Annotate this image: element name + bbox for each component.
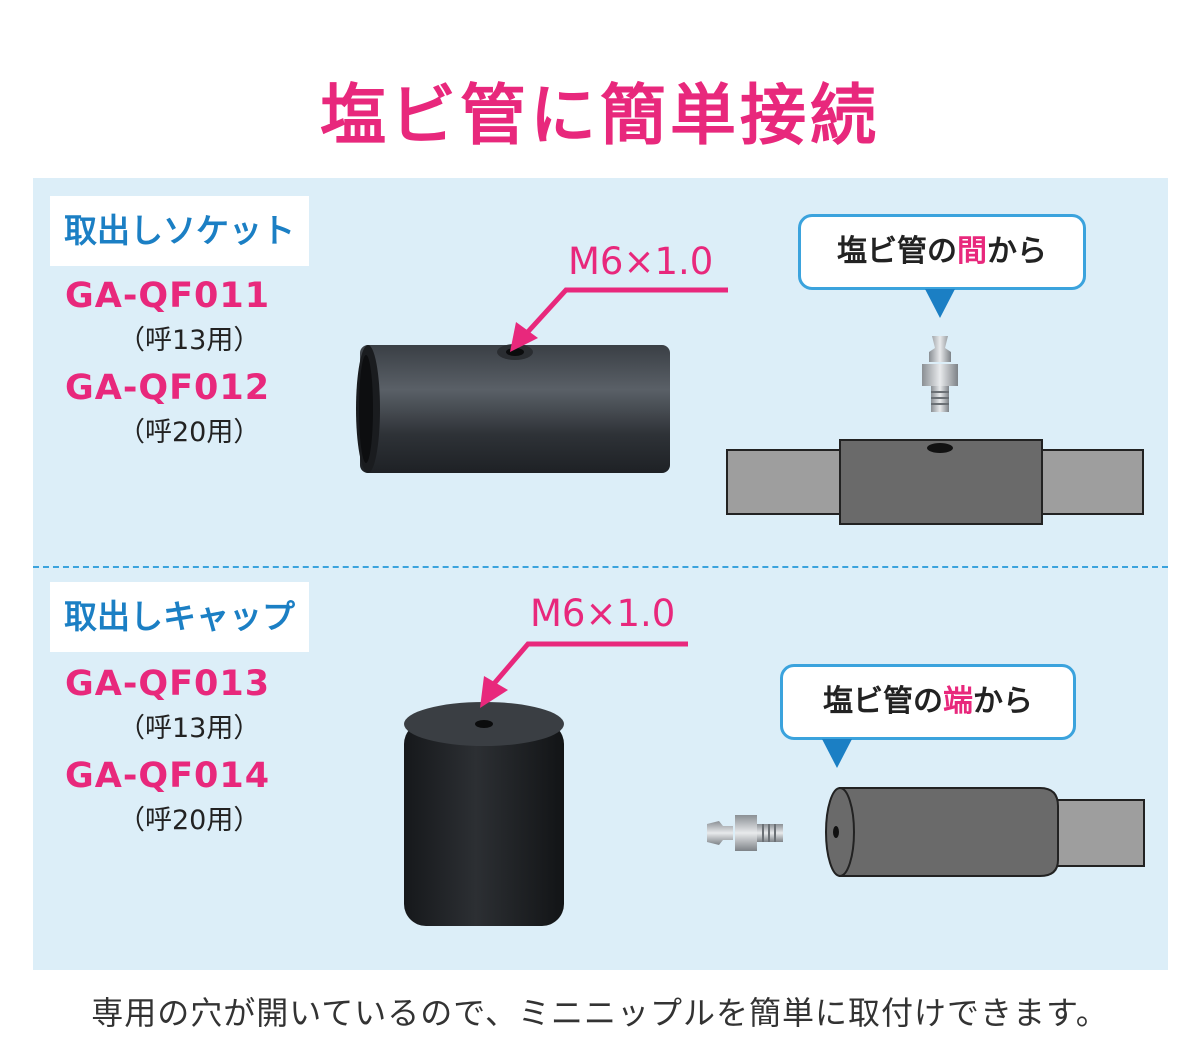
socket-bubble-post: から bbox=[987, 234, 1047, 269]
socket-bubble: 塩ビ管の間から bbox=[798, 214, 1086, 290]
socket-label: 取出しソケット bbox=[50, 196, 309, 266]
cap-size-2: （呼20用） bbox=[118, 805, 261, 836]
socket-arrow bbox=[510, 287, 728, 352]
section-divider bbox=[33, 566, 1168, 568]
cap-nipple bbox=[707, 815, 783, 851]
cap-photo bbox=[404, 702, 564, 926]
cap-code-2: GA-QF014 bbox=[65, 756, 271, 796]
socket-bubble-highlight: 間 bbox=[957, 234, 987, 269]
cap-label: 取出しキャップ bbox=[50, 582, 309, 652]
socket-size-2: （呼20用） bbox=[118, 417, 261, 448]
cap-bubble-pre: 塩ビ管の bbox=[823, 684, 943, 719]
socket-bubble-pre: 塩ビ管の bbox=[837, 234, 957, 269]
cap-size-1: （呼13用） bbox=[118, 713, 261, 744]
socket-photo bbox=[356, 344, 670, 473]
socket-size-1: （呼13用） bbox=[118, 325, 261, 356]
socket-dimension-label: M6×1.0 bbox=[568, 240, 714, 283]
socket-pipe-diagram bbox=[726, 439, 1144, 525]
cap-arrow bbox=[480, 641, 688, 708]
page-title: 塩ビ管に簡単接続 bbox=[320, 77, 880, 154]
cap-pipe-diagram bbox=[825, 787, 1145, 877]
cap-bubble: 塩ビ管の端から bbox=[780, 664, 1076, 740]
socket-bubble-tail bbox=[925, 289, 955, 318]
socket-nipple bbox=[922, 336, 958, 412]
cap-code-1: GA-QF013 bbox=[65, 664, 271, 704]
cap-dimension-label: M6×1.0 bbox=[530, 592, 676, 635]
cap-bubble-post: から bbox=[973, 684, 1033, 719]
socket-code-2: GA-QF012 bbox=[65, 368, 271, 408]
socket-code-1: GA-QF011 bbox=[65, 276, 271, 316]
footer-text: 専用の穴が開いているので、ミニニップルを簡単に取付けできます。 bbox=[91, 994, 1109, 1032]
cap-bubble-highlight: 端 bbox=[943, 684, 973, 719]
cap-bubble-tail bbox=[822, 739, 852, 768]
